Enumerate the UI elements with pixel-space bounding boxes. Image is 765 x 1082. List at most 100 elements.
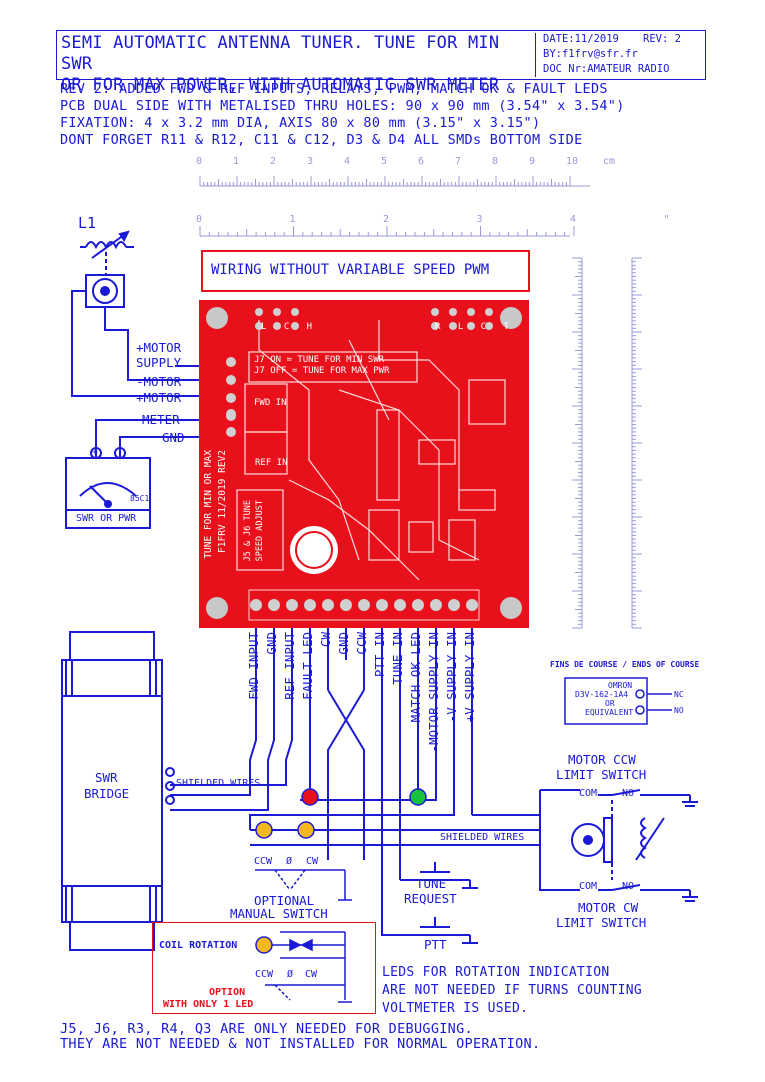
led-notes: LEDS FOR ROTATION INDICATION ARE NOT NEE… (382, 964, 642, 1018)
fault-led-icon (301, 788, 319, 806)
cw-no: NO (622, 881, 635, 892)
limit-part-3: OR (605, 699, 615, 708)
pcb-side-text: TUNE FOR MIN OR MAX F1FRV 11/2019 REV2 (203, 450, 235, 595)
optional-label-2: MANUAL SWITCH (230, 906, 328, 921)
ruler-cm-label: cm (603, 156, 616, 167)
ruler-cm-label: 5 (381, 156, 388, 167)
led-note-3: VOLTMETER IS USED. (382, 1001, 529, 1016)
title-line-2: OR FOR MAX POWER, WITH AUTOMATIC SWR MET… (61, 75, 500, 95)
terminal-label: CW (318, 632, 333, 648)
terminal-label: GND (264, 632, 279, 655)
pcb-top-left-pins: L C H (261, 322, 319, 332)
option-label-1: OPTION (209, 987, 246, 998)
option-ccw: CCW (255, 969, 274, 980)
ruler-cm-label: 6 (418, 156, 425, 167)
ruler-in-label: 4 (570, 214, 577, 225)
pcb-fwd-in: FWD IN (254, 398, 287, 408)
tune-request-label-2: REQUEST (404, 891, 457, 906)
pcb-pad (431, 322, 439, 330)
terminal-label: FWD INPUT (246, 632, 261, 700)
pcb-pad (226, 375, 236, 385)
ruler-cm-label: 4 (344, 156, 351, 167)
terminal-label: -MOTOR SUPPLY IN (426, 632, 441, 753)
ccw-no: NO (622, 788, 635, 799)
pcb-top-right-pins: R L C T (435, 322, 515, 332)
limit-part-4: EQUIVALENT (585, 708, 634, 717)
push-switches (399, 860, 478, 944)
limit-switch-part (564, 677, 672, 725)
pcb-pad (431, 308, 439, 316)
ruler-cm-label: 8 (492, 156, 499, 167)
pcb-pad (255, 308, 263, 316)
author-label: BY:f1frv@sfr.fr (543, 48, 638, 60)
meter-drawing (65, 447, 151, 529)
option-box: COIL ROTATION OPTION WITH ONLY 1 LED CCW… (152, 922, 376, 1014)
ruler-cm-label: 7 (455, 156, 462, 167)
terminal-screw (466, 599, 478, 611)
option-label-2: WITH ONLY 1 LED (163, 999, 254, 1010)
pcb-side-text-1: TUNE FOR MIN OR MAX (203, 450, 214, 559)
swr-bridge-label-1: SWR (95, 770, 118, 785)
coil-label: L1 (78, 214, 97, 232)
pcb-pad (226, 393, 236, 403)
terminal-screw (340, 599, 352, 611)
ruler-cm-label: 10 (566, 156, 579, 167)
pcb-speed-text: J5 & J6 TUNE SPEED ADJUST (243, 500, 273, 580)
meter-label: METER (142, 412, 180, 427)
limit-part-2: D3V-162-1A4 (575, 690, 628, 699)
tune-request-label-1: TUNE (416, 876, 447, 891)
gnd-label: GND (162, 430, 185, 445)
ccw-com: COM (579, 788, 598, 799)
pcb-board: J7 ON = TUNE FOR MIN SWR J7 OFF = TUNE F… (199, 300, 529, 628)
ruler-in-label: " (663, 214, 670, 225)
minus-motor-label: -MOTOR (136, 374, 182, 389)
plus-motor-label: +MOTOR (136, 390, 182, 405)
motor-supply-label-2: SUPPLY (136, 355, 182, 370)
terminal-label: TUNE IN (390, 632, 405, 685)
limit-header: FINS DE COURSE / ENDS OF COURSE (550, 660, 700, 669)
terminal-screw (250, 599, 262, 611)
cw-com: COM (579, 881, 598, 892)
pcb-pad (226, 427, 236, 437)
pcb-pad (255, 322, 263, 330)
ruler-cm-ticks (199, 176, 571, 186)
pcb-pad (273, 322, 281, 330)
terminal-label: CCW (354, 632, 369, 655)
note-rev: REV 2: ADDED FWD & REF INPUTS, RELAYS, P… (60, 81, 608, 97)
limit-part-1: OMRON (608, 681, 633, 690)
pcb-pad (485, 322, 493, 330)
terminal-screw (448, 599, 460, 611)
coil-l1 (80, 230, 134, 275)
coax-connector (71, 274, 200, 458)
note-reminder: DONT FORGET R11 & R12, C11 & C12, D3 & D… (60, 132, 583, 148)
pcb-pad (226, 409, 236, 419)
ruler-cm-label: 3 (307, 156, 314, 167)
swr-bridge-label-2: BRIDGE (84, 786, 130, 801)
terminal-screw (394, 599, 406, 611)
title-line-1: SEMI AUTOMATIC ANTENNA TUNER. TUNE FOR M… (61, 33, 500, 74)
bottom-note-2: THEY ARE NOT NEEDED & NOT INSTALLED FOR … (60, 1036, 541, 1052)
coil-rotation-label: COIL ROTATION (159, 940, 238, 951)
meter-minus: - (117, 447, 124, 458)
date-label: DATE:11/2019 (543, 33, 619, 45)
pcb-pad (226, 357, 236, 367)
title-block: SEMI AUTOMATIC ANTENNA TUNER. TUNE FOR M… (56, 30, 706, 95)
wiring-lines (170, 620, 580, 936)
note-pcb: PCB DUAL SIDE WITH METALISED THRU HOLES:… (60, 98, 625, 114)
option-cw: CW (305, 969, 318, 980)
option-zero: Ø (287, 969, 294, 980)
title-meta: DATE:11/2019 REV: 2 BY:f1frv@sfr.fr DOC … (539, 31, 705, 79)
switch-zero: Ø (286, 856, 293, 867)
ccw-limit-title-1: MOTOR CCW (568, 752, 636, 767)
pcb-j7-on: J7 ON = TUNE FOR MIN SWR (254, 355, 385, 365)
wiring-title: WIRING WITHOUT VARIABLE SPEED PWM (211, 262, 490, 278)
pcb-pad (291, 322, 299, 330)
swr-bridge-drawing (61, 631, 175, 951)
motor-supply-label-1: +MOTOR (136, 340, 182, 355)
terminal-label: PTT IN (372, 632, 387, 678)
meter-scale: 85C1 (130, 494, 150, 503)
wiring-title-box: WIRING WITHOUT VARIABLE SPEED PWM (201, 250, 530, 292)
